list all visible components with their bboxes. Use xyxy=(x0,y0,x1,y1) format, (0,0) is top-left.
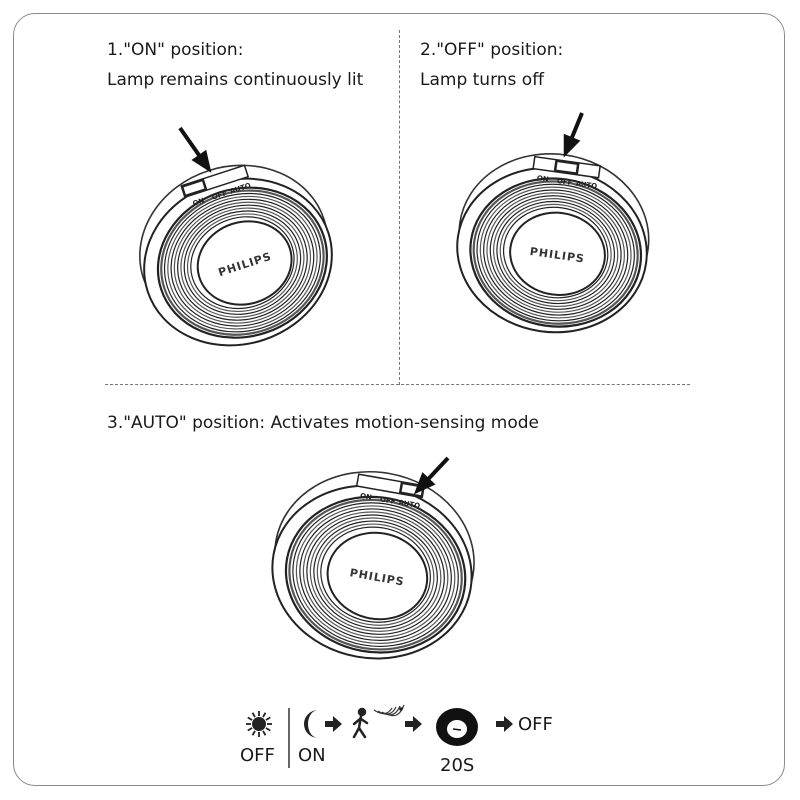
flow-timer-label: 20S xyxy=(440,755,475,776)
lamp-ring xyxy=(160,189,325,336)
switch-label: ON xyxy=(536,174,549,184)
sun-ray xyxy=(247,716,253,721)
person-body xyxy=(352,714,369,739)
sun-ray xyxy=(262,712,267,718)
sun-ray xyxy=(265,727,271,732)
sun-ray xyxy=(251,730,256,736)
lamp-mini-mark xyxy=(452,728,462,731)
section1-title: 1."ON" position: xyxy=(107,40,244,60)
lamp-ring xyxy=(173,201,312,324)
lamp-lens xyxy=(196,220,293,306)
sun-icon xyxy=(246,711,272,737)
lamp-ring xyxy=(190,216,295,310)
flow-night-label: ON xyxy=(298,745,326,766)
flow-day-label: OFF xyxy=(240,745,275,766)
lamp-ring xyxy=(309,517,442,632)
lamp-ring xyxy=(499,203,612,302)
lamp-ring xyxy=(284,495,467,654)
sun-ray xyxy=(265,716,271,721)
person-head xyxy=(357,707,367,717)
section3-title: 3."AUTO" position: Activates motion-sens… xyxy=(107,413,540,433)
lamp-ring xyxy=(180,207,305,318)
section1-caption: 1."ON" position: Lamp remains continuous… xyxy=(107,35,363,95)
sensor-dot-icon xyxy=(399,707,403,711)
switch-label: AUTO xyxy=(575,180,598,191)
section1-desc: Lamp remains continuously lit xyxy=(107,70,364,90)
lamp-ring xyxy=(186,213,298,313)
lamp-ring xyxy=(299,508,452,641)
lamp-ring xyxy=(479,186,632,319)
lamp-ring xyxy=(306,514,445,635)
lamp-ring xyxy=(163,192,321,333)
lamp-ring xyxy=(302,511,449,638)
switch-label: OFF xyxy=(556,177,573,187)
switch-label: ON xyxy=(192,197,206,208)
lamp-ring xyxy=(316,523,435,626)
divider-horizontal xyxy=(105,384,690,385)
flow-arrow-icon xyxy=(496,716,513,732)
section2-title: 2."OFF" position: xyxy=(420,40,564,60)
lamp-ring xyxy=(489,195,622,310)
switch-knob xyxy=(553,159,580,176)
switch-label: ON xyxy=(359,492,372,502)
sun-ray xyxy=(262,730,267,736)
motion-wave-icon xyxy=(385,704,405,717)
lamp-ring xyxy=(288,498,463,651)
section2-caption: 2."OFF" position: Lamp turns off xyxy=(420,35,563,95)
divider-vertical xyxy=(399,30,400,385)
walking-person-icon xyxy=(352,707,369,739)
diagram-frame xyxy=(13,13,785,786)
lamp-ring xyxy=(502,206,609,299)
lamp-ring xyxy=(472,180,639,325)
section2-desc: Lamp turns off xyxy=(420,70,544,90)
lamp-ring xyxy=(486,192,625,313)
lamp-ring xyxy=(469,177,643,328)
switch-label: OFF xyxy=(379,495,396,506)
lamp-ring xyxy=(320,526,431,623)
lamp-ring xyxy=(476,183,635,322)
lamp-lens xyxy=(326,531,429,621)
lamp-ring xyxy=(177,204,308,321)
lamp-ring xyxy=(483,189,629,316)
arrow-head-icon xyxy=(191,149,212,173)
flow-end-label: OFF xyxy=(518,714,553,735)
lamp-ring xyxy=(170,198,315,327)
lamp-ring xyxy=(496,200,616,305)
flow-arrow-icon xyxy=(325,716,342,732)
lamp-ring xyxy=(156,186,328,339)
arrow-head-icon xyxy=(563,133,581,158)
lamp-ring xyxy=(183,210,302,315)
sun-ray xyxy=(251,712,256,718)
flow-arrow-icon xyxy=(405,716,422,732)
sun-core xyxy=(252,717,266,731)
lamp-ring xyxy=(292,502,459,648)
switch-label: AUTO xyxy=(398,499,421,511)
lamp-ring xyxy=(295,505,456,644)
arrow-head-icon xyxy=(413,472,436,495)
lamp-ring xyxy=(493,198,619,308)
lamp-ring xyxy=(313,520,438,629)
lamp-lens xyxy=(509,211,606,296)
lamp-ring xyxy=(167,195,318,330)
switch-knob xyxy=(180,178,208,198)
sun-ray xyxy=(247,727,253,732)
moon-icon xyxy=(304,710,318,738)
motion-wave-icon xyxy=(381,705,401,716)
